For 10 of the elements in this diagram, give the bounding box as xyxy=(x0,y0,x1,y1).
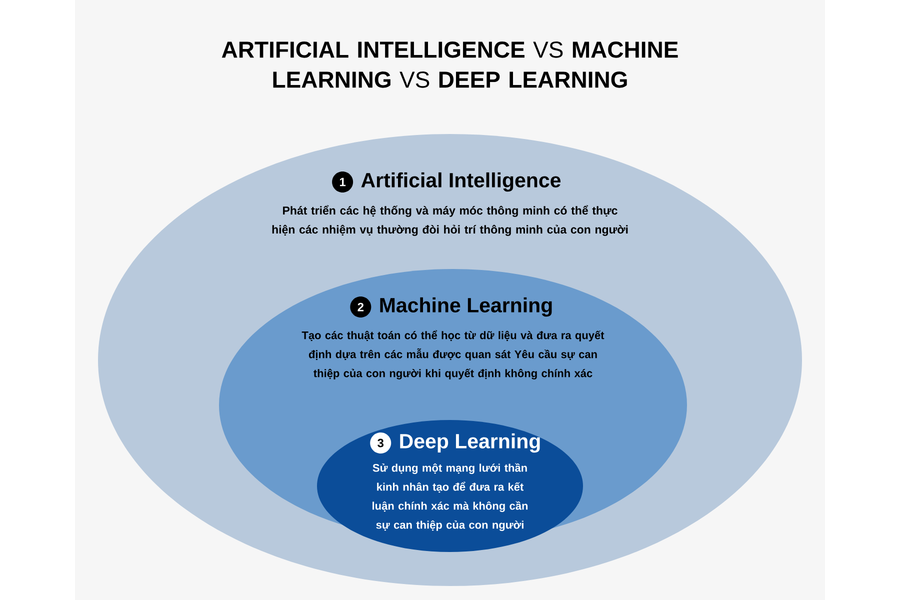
description: Tạo các thuật toán có thể học từ dữ liệu và đưa ra quyết định dựa trên các mẫu được quan sát Yêu cầu sự can thiệp của con người khi quyết định không chính xác xyxy=(302,330,604,380)
title: ARTIFICIAL INTELLIGENCE VS MACHINE LEARNING VS DEEP LEARNING xyxy=(222,42,678,88)
number-badge: 3 xyxy=(370,432,392,454)
description: Phát triển các hệ thống và máy móc thông minh có thể thực hiện các nhiệm vụ thường đòi hỏi trí thông minh của con người xyxy=(272,205,628,236)
description: Sử dụng một mạng lưới thần kinh nhân tạo để đưa ra kết luận chính xác mà không cần sự can thiệp của con người xyxy=(372,463,528,531)
heading: Artificial Intelligence xyxy=(361,172,561,192)
heading: Machine Learning xyxy=(380,297,552,317)
number-badge: 2 xyxy=(350,296,372,318)
number-badge: 1 xyxy=(332,172,354,192)
heading: Deep Learning xyxy=(400,433,540,453)
